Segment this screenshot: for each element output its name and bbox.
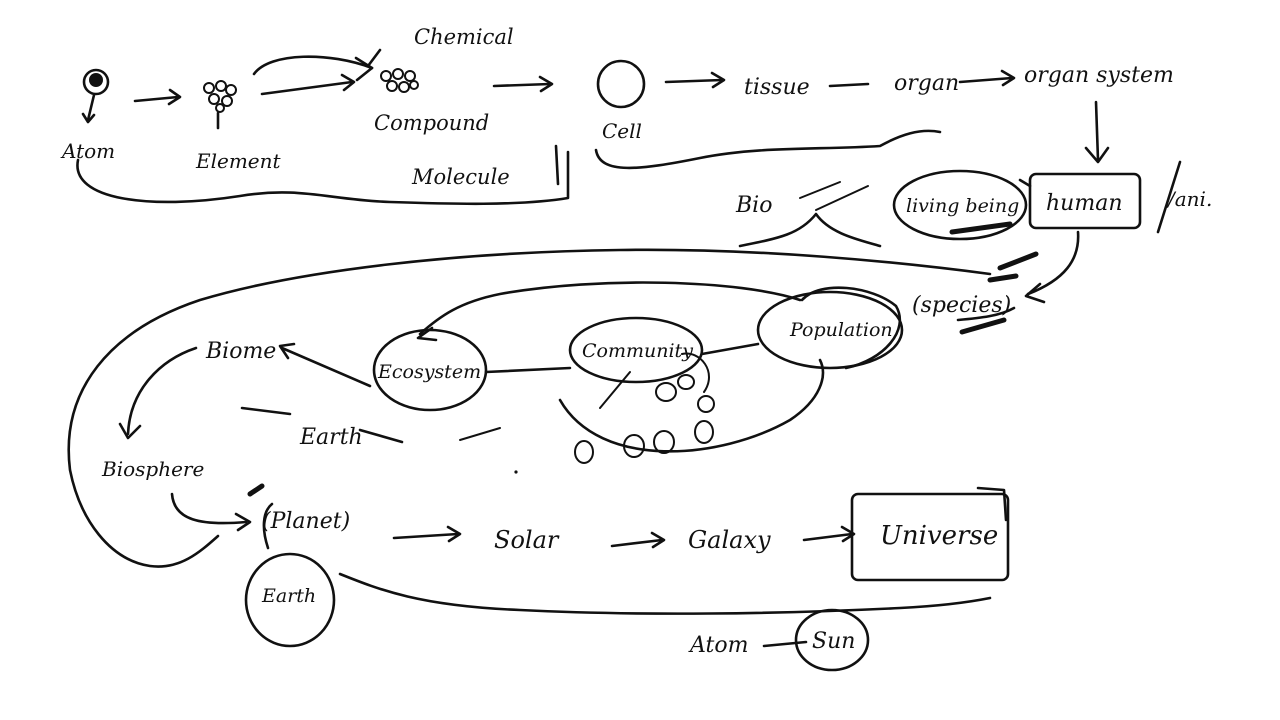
human-label: human bbox=[1046, 191, 1122, 216]
compound-label: Compound bbox=[374, 111, 489, 135]
universe-box bbox=[850, 492, 1010, 582]
sun-label: Sun bbox=[812, 629, 855, 654]
arrow-ecosystem-biome bbox=[280, 346, 372, 388]
chemical-label: Chemical bbox=[414, 25, 514, 49]
population-circle bbox=[756, 290, 904, 370]
biome-label: Biome bbox=[205, 339, 276, 364]
population-label: Population bbox=[789, 319, 893, 341]
arrow-solar-galaxy bbox=[610, 538, 664, 548]
community-label: Community bbox=[582, 340, 693, 362]
human-box bbox=[1028, 172, 1142, 230]
arrow-human-species bbox=[1026, 230, 1080, 296]
group-underline-chemistry bbox=[76, 150, 570, 206]
arrow-atom-sun bbox=[762, 640, 808, 648]
group-underline-cell bbox=[594, 129, 942, 170]
sun-circle bbox=[794, 608, 870, 672]
other-organisms-label: /ani. bbox=[1166, 187, 1212, 211]
arrow-element-chemical-curve bbox=[252, 55, 374, 76]
molecule-cluster-icon bbox=[380, 68, 419, 93]
community-circle bbox=[568, 316, 704, 384]
tissue-label: tissue bbox=[744, 75, 810, 100]
living-being-label: living being bbox=[906, 195, 1019, 217]
arrow-galaxy-universe bbox=[802, 532, 854, 542]
big-loop-outline bbox=[67, 248, 992, 568]
atom-icon bbox=[81, 68, 110, 124]
organ-label: organ bbox=[894, 71, 959, 96]
inner-loop-arrow bbox=[418, 281, 802, 336]
cell-icon bbox=[596, 59, 646, 109]
arrow-organsystem-human bbox=[1094, 100, 1100, 162]
ecosystem-circle bbox=[372, 328, 488, 412]
arrow-population-community bbox=[700, 342, 760, 356]
biosphere-label: Biosphere bbox=[101, 457, 204, 481]
element-cluster-icon bbox=[203, 80, 237, 130]
element-label: Element bbox=[195, 149, 282, 173]
small-circles-icon bbox=[574, 352, 715, 464]
arrow-planet-solar bbox=[392, 532, 460, 540]
atom-bottom-label: Atom bbox=[688, 633, 748, 658]
earth-label: Earth bbox=[299, 425, 363, 450]
solar-label: Solar bbox=[494, 526, 560, 554]
planet-label: (Planet) bbox=[262, 509, 350, 534]
ecosystem-label: Ecosystem bbox=[377, 361, 481, 383]
arrow-cell-tissue bbox=[664, 78, 724, 84]
arrow-organ-organsystem bbox=[958, 76, 1014, 84]
living-being-circle bbox=[892, 169, 1028, 241]
arrow-element-compound bbox=[260, 80, 354, 96]
universe-label: Universe bbox=[880, 521, 998, 551]
bio-label: Bio bbox=[735, 193, 772, 218]
earth-circle-label: Earth bbox=[261, 585, 316, 607]
arrow-biosphere-planet bbox=[170, 492, 248, 525]
cell-label: Cell bbox=[602, 119, 642, 143]
galaxy-label: Galaxy bbox=[688, 526, 771, 554]
molecule-label: Molecule bbox=[411, 165, 510, 189]
arrow-community-ecosystem bbox=[484, 366, 572, 374]
arrow-biome-biosphere bbox=[126, 346, 198, 436]
earth-circle bbox=[244, 552, 336, 648]
atom-label: Atom bbox=[60, 139, 115, 163]
arrow-atom-element bbox=[133, 95, 180, 103]
organ-system-label: organ system bbox=[1024, 63, 1174, 88]
arrow-tissue-organ bbox=[828, 82, 870, 88]
arrow-compound-cell bbox=[492, 82, 552, 88]
